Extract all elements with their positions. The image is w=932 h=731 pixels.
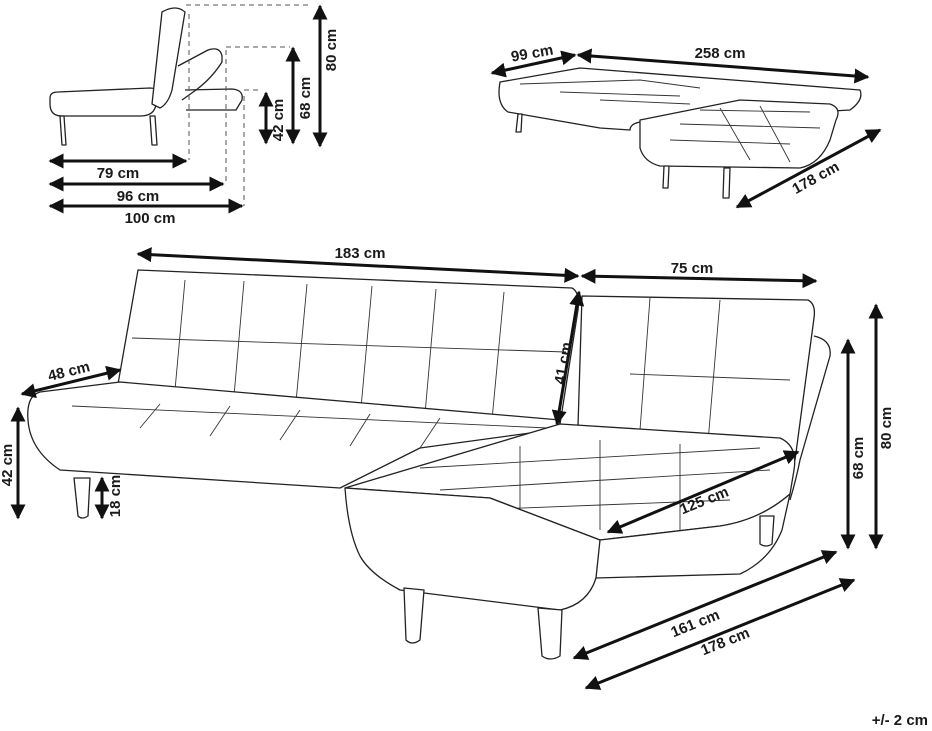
main-chaise-back-width: 75 cm bbox=[671, 260, 714, 277]
overview-length: 258 cm bbox=[695, 45, 746, 62]
side-height-80: 80 cm bbox=[323, 29, 340, 72]
main-height-total: 80 cm bbox=[878, 407, 895, 450]
main-sofa-length: 183 cm bbox=[335, 245, 386, 262]
main-height-low: 68 cm bbox=[850, 437, 867, 480]
main-leg-height: 18 cm bbox=[107, 475, 124, 518]
side-height-68: 68 cm bbox=[297, 77, 314, 120]
side-view-drawing bbox=[49, 4, 310, 206]
tolerance-note: +/- 2 cm bbox=[872, 712, 928, 729]
main-chaise-total-length: 178 cm bbox=[699, 624, 753, 659]
side-depth-96: 96 cm bbox=[117, 188, 160, 205]
side-height-42: 42 cm bbox=[270, 99, 287, 142]
side-depth-79: 79 cm bbox=[97, 165, 140, 182]
side-depth-100: 100 cm bbox=[125, 210, 176, 227]
main-seat-height: 42 cm bbox=[0, 444, 16, 487]
main-sofa-drawing bbox=[27, 269, 831, 660]
